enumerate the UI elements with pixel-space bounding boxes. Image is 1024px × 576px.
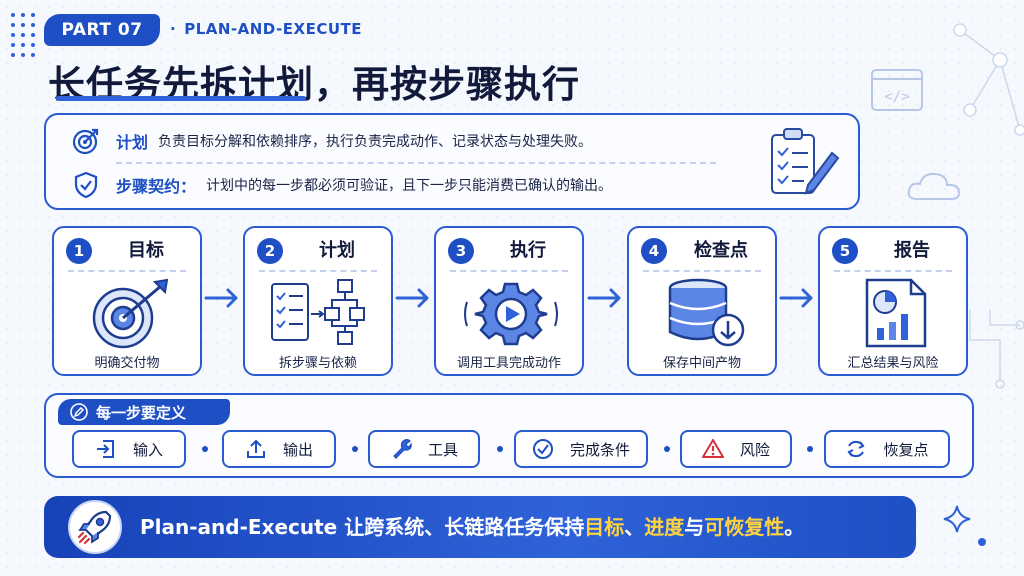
step-card-checkpoint: 4 检查点 保存中间产物 [627,226,777,376]
banner-sep: 与 [684,515,705,539]
define-item-done: 完成条件 [514,430,648,468]
define-item-input: 输入 [72,430,186,468]
wrench-icon [393,439,412,459]
step-desc: 保存中间产物 [662,356,741,371]
step-title: 报告 [894,240,930,261]
step-divider [450,270,568,272]
step-divider [259,270,377,272]
code-window-icon: </> [871,69,923,111]
step-divider [834,270,952,272]
part-subtitle-text: PLAN-AND-EXECUTE [184,20,362,38]
step-card-report: 5 报告 汇总结果与风险 [818,226,968,376]
step-card-goal: 1 目标 明确交付物 [52,226,202,376]
step-divider [643,270,761,272]
sparkle-icon [943,505,971,533]
define-item-tool: 工具 [368,430,480,468]
banner-highlight-progress: 进度 [644,515,685,539]
banner-highlight-goal: 目标 [584,515,625,539]
step-title: 检查点 [694,240,748,261]
shield-check-icon [74,171,98,199]
warning-icon [701,439,724,458]
checklist-flow-icon [271,279,365,345]
define-tab: 每一步要定义 [58,399,230,425]
define-item-label: 完成条件 [569,440,630,459]
separator-dot [497,446,503,452]
define-item-label: 风险 [739,440,770,459]
banner-prefix: Plan-and-Execute 让跨系统、长链路任务保持 [140,515,585,539]
rocket-badge [68,500,122,554]
define-item-output: 输出 [222,430,336,468]
intro-row-contract: 步骤契约： 计划中的每一步都必须可验证，且下一步只能消费已确认的输出。 [72,171,612,199]
step-desc: 调用工具完成动作 [456,356,561,371]
separator-dot [202,446,208,452]
banner-suffix: 。 [784,515,805,539]
step-divider [68,270,186,272]
network-decor [953,23,1024,136]
step-card-execute: 3 执行 调用工具完成动作 [434,226,584,376]
step-card-plan: 2 计划 拆步骤与依赖 [243,226,393,376]
step-number: 2 [257,238,283,264]
define-item-label: 工具 [427,440,458,459]
part-badge: PART 07 [44,14,160,46]
check-circle-icon [532,439,553,459]
define-item-risk: 风险 [680,430,792,468]
separator-dot [352,446,358,452]
step-number: 1 [66,238,92,264]
define-title: 每一步要定义 [96,403,187,422]
rocket-icon [77,510,112,545]
title-underline [56,96,306,101]
gear-play-icon [464,282,558,346]
intro-plan-key: 计划 [116,133,149,152]
banner-highlight-recoverability: 可恢复性 [704,515,785,539]
intro-contract-text: 计划中的每一步都必须可验证，且下一步只能消费已确认的输出。 [206,178,613,194]
part-label: PART 07 [61,20,143,40]
upload-icon [246,439,265,458]
report-chart-icon [865,278,927,348]
intro-box: 计划 负责目标分解和依赖排序，执行负责完成动作、记录状态与处理失败。 步骤契约：… [44,113,860,210]
step-title: 执行 [510,240,546,261]
separator-dot [807,446,813,452]
banner-text: Plan-and-Execute 让跨系统、长链路任务保持目标、进度与可恢复性。 [140,496,804,558]
define-item-restore: 恢复点 [824,430,950,468]
part-subtitle: ·PLAN-AND-EXECUTE [170,20,362,38]
dot-grid-decor [11,13,35,57]
bottom-banner [44,496,916,558]
arrow-right-icon [204,288,238,308]
step-number: 4 [641,238,667,264]
banner-sep: 、 [624,515,645,539]
arrow-right-icon [779,288,813,308]
target-arrow-icon [92,278,169,349]
step-number: 5 [832,238,858,264]
circuit-decor [969,310,1024,389]
separator-dot [664,446,670,452]
intro-contract-key: 步骤契约： [116,177,197,196]
intro-plan-text: 负责目标分解和依赖排序，执行负责完成动作、记录状态与处理失败。 [158,134,593,150]
arrow-right-icon [587,288,621,308]
step-desc: 明确交付物 [94,356,160,371]
define-item-label: 输出 [282,440,313,459]
arrow-right-icon [395,288,429,308]
clipboard-pencil-icon [771,128,840,195]
step-title: 目标 [128,240,164,261]
step-number: 3 [448,238,474,264]
step-desc: 拆步骤与依赖 [278,356,357,371]
edit-pencil-icon [70,403,88,421]
svg-text:</>: </> [884,89,909,105]
cloud-icon [907,172,961,200]
database-icon [668,278,745,347]
define-item-label: 恢复点 [883,440,929,459]
input-icon [96,440,114,458]
target-icon [72,128,99,155]
step-desc: 汇总结果与风险 [847,356,939,371]
step-title: 计划 [319,240,355,261]
dot-decor [978,538,986,546]
intro-row-plan: 计划 负责目标分解和依赖排序，执行负责完成动作、记录状态与处理失败。 [72,127,592,155]
restore-icon [847,440,866,458]
intro-divider [116,162,716,164]
define-item-label: 输入 [132,440,163,459]
